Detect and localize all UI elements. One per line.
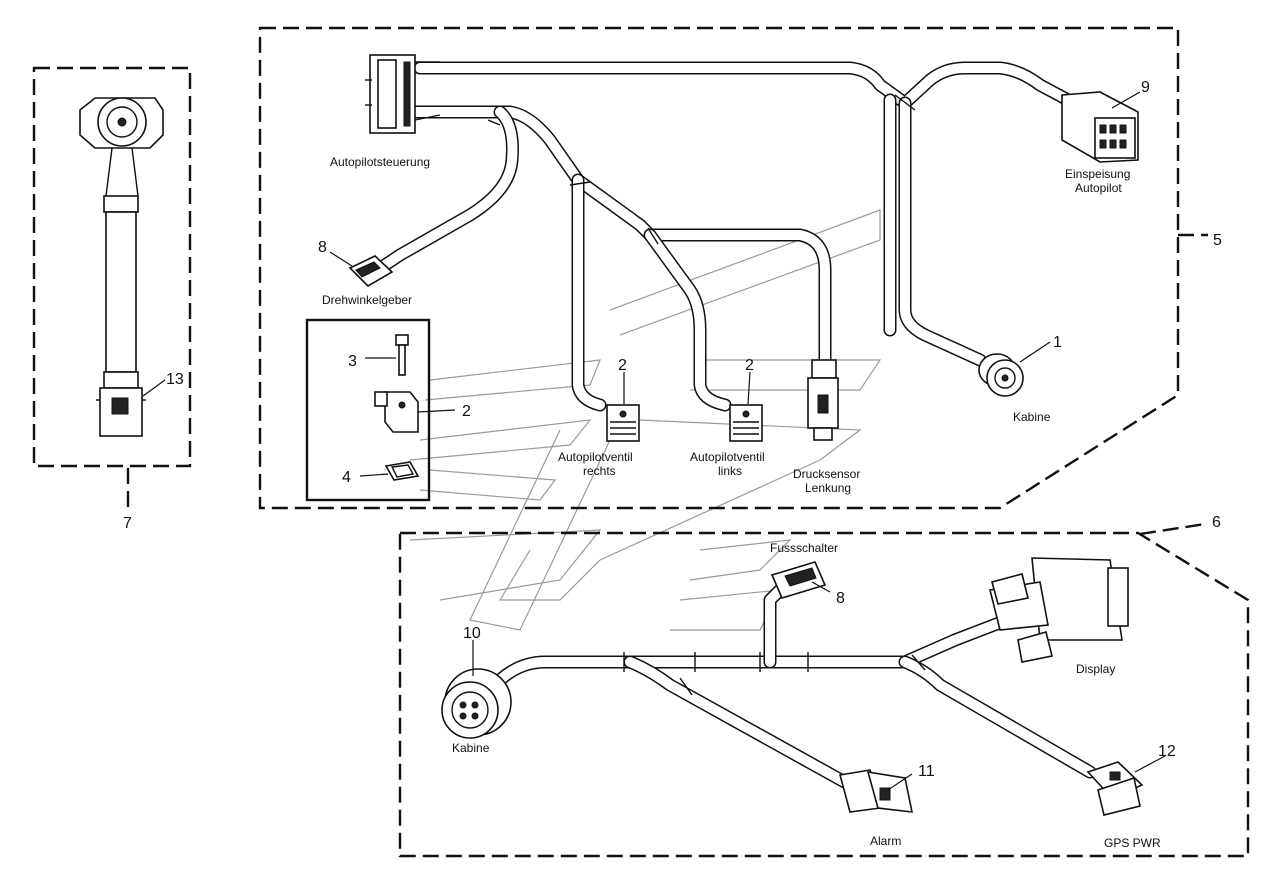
- gps-power-connector: [1086, 755, 1166, 816]
- callout-2-valve-right: 2: [618, 357, 627, 374]
- label-valve-left-2: links: [718, 464, 742, 478]
- detail-box-valve: [305, 318, 431, 502]
- callout-5: 5: [1213, 232, 1222, 249]
- callout-4: 4: [342, 469, 351, 486]
- callout-10: 10: [463, 625, 481, 642]
- label-power-feed-1: Einspeisung: [1065, 167, 1130, 181]
- group-7-harness: [79, 97, 166, 437]
- label-foot-switch: Fussschalter: [770, 541, 838, 555]
- label-valve-right-1: Autopilotventil: [558, 450, 633, 464]
- label-cab-top: Kabine: [1013, 410, 1051, 424]
- label-gps-power: GPS PWR: [1104, 836, 1161, 850]
- group-5-frame: [258, 26, 1180, 510]
- label-valve-right-2: rechts: [583, 464, 616, 478]
- cab-round-connector-bottom: [441, 640, 512, 739]
- valve-detail-parts: [359, 334, 456, 481]
- callout-12: 12: [1158, 743, 1176, 760]
- top-harness: [378, 61, 1075, 412]
- label-valve-left-1: Autopilotventil: [690, 450, 765, 464]
- cab-round-connector-top: [978, 341, 1051, 397]
- callout-7: 7: [123, 515, 132, 532]
- group-6-leader: [1139, 522, 1206, 536]
- callout-2-valve-left: 2: [745, 357, 754, 374]
- bottom-harness: [493, 583, 1097, 792]
- label-power-feed-2: Autopilot: [1075, 181, 1122, 195]
- callout-3: 3: [348, 353, 357, 370]
- callout-9: 9: [1141, 79, 1150, 96]
- valve-left-connector: [729, 371, 763, 442]
- callout-11: 11: [918, 763, 935, 780]
- power-feed-connector: [1061, 91, 1141, 163]
- callout-1: 1: [1053, 334, 1062, 351]
- alarm-connector: [838, 769, 914, 813]
- group-7-frame: [32, 66, 192, 468]
- callout-2-detail: 2: [462, 403, 471, 420]
- autopilot-control-connector: [365, 54, 441, 134]
- callout-13: 13: [166, 371, 184, 388]
- pressure-sensor-connector: [807, 359, 839, 441]
- label-pressure-sensor-1: Drucksensor: [793, 467, 860, 481]
- label-cab-bottom: Kabine: [452, 741, 490, 755]
- callout-6: 6: [1212, 514, 1221, 531]
- display-connector: [989, 557, 1129, 663]
- callout-8-foot-switch: 8: [836, 590, 845, 607]
- label-angle-sensor: Drehwinkelgeber: [322, 293, 412, 307]
- label-autopilot-control: Autopilotsteuerung: [330, 155, 430, 169]
- label-alarm: Alarm: [870, 834, 901, 848]
- callout-8-angle-sensor: 8: [318, 239, 327, 256]
- foot-switch-connector: [770, 561, 831, 599]
- valve-right-connector: [606, 372, 640, 442]
- group-6-frame: [398, 531, 1250, 858]
- label-pressure-sensor-2: Lenkung: [805, 481, 851, 495]
- label-display: Display: [1076, 662, 1115, 676]
- angle-sensor-connector: [329, 251, 394, 288]
- background-ghost-lines: [409, 209, 882, 631]
